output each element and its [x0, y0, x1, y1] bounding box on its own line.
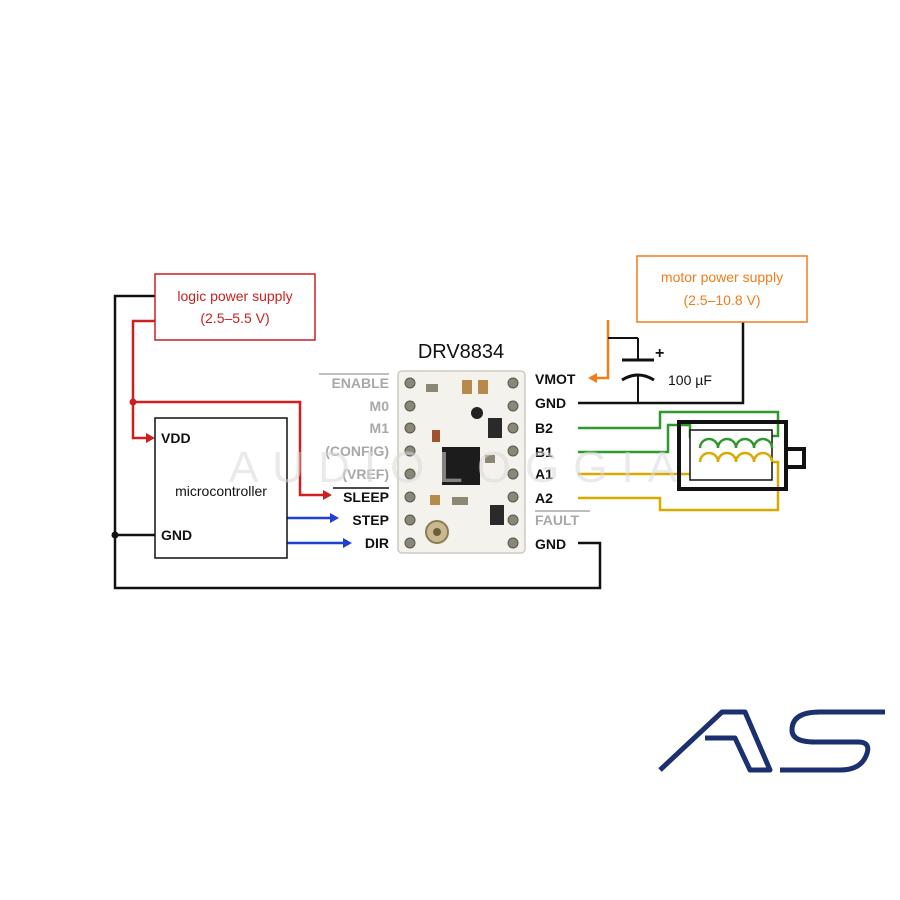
pin-enable: ENABLE — [331, 375, 389, 391]
mcu-label: microcontroller — [175, 483, 267, 499]
left-pin-holes — [404, 377, 416, 549]
logic-power-wires — [131, 319, 325, 497]
logic-supply-range: (2.5–5.5 V) — [200, 310, 269, 326]
mcu-gnd-label: GND — [161, 527, 192, 543]
pin-m1: M1 — [370, 420, 390, 436]
mcu-vdd-label: VDD — [161, 430, 191, 446]
vmot-arrow — [588, 373, 597, 383]
pin-fault: FAULT — [535, 512, 580, 528]
board-components — [426, 380, 504, 525]
vdd-arrow — [146, 433, 155, 443]
driver-chip-icon — [442, 447, 480, 485]
pin-a1: A1 — [535, 466, 553, 482]
motor-power-supply: motor power supply (2.5–10.8 V) — [636, 255, 808, 323]
stepper-motor — [677, 420, 806, 491]
pin-gnd-bottom: GND — [535, 536, 566, 552]
signal-wires — [287, 516, 345, 545]
ground-wires — [113, 294, 745, 590]
pin-gnd-top: GND — [535, 395, 566, 411]
capacitor-polarity: + — [655, 345, 664, 362]
pin-b1: B1 — [535, 444, 553, 460]
pin-vmot: VMOT — [535, 371, 576, 387]
as-logo-icon — [658, 709, 885, 773]
pin-sleep: SLEEP — [343, 489, 389, 505]
step-arrow — [330, 513, 339, 523]
motor-power-wire — [595, 320, 610, 380]
pin-config: (CONFIG) — [325, 443, 389, 459]
ground-junction — [111, 531, 119, 539]
motor-supply-range: (2.5–10.8 V) — [683, 292, 760, 308]
logic-junction — [129, 398, 137, 406]
pin-b2: B2 — [535, 420, 553, 436]
pin-vref: (VREF) — [342, 466, 389, 482]
motor-supply-title: motor power supply — [661, 269, 783, 285]
microcontroller: VDD microcontroller GND — [154, 417, 288, 559]
driver-title: DRV8834 — [418, 341, 504, 363]
left-pin-labels: ENABLE M0 M1 (CONFIG) (VREF) SLEEP STEP … — [319, 373, 390, 551]
right-pin-labels: VMOT GND B2 B1 A1 A2 FAULT GND — [535, 371, 590, 552]
watermark-text: AUDIOLOGGIA — [229, 443, 691, 492]
capacitor-value: 100 µF — [668, 372, 712, 388]
driver-board — [397, 370, 526, 554]
capacitor: + 100 µF — [608, 337, 712, 403]
coil-b-icon — [698, 437, 774, 449]
coil-a-icon — [698, 451, 774, 463]
logic-supply-title: logic power supply — [177, 288, 292, 304]
right-pin-holes — [507, 377, 519, 549]
logic-power-supply: logic power supply (2.5–5.5 V) — [154, 273, 316, 341]
sleep-arrow — [323, 490, 332, 500]
pin-a2: A2 — [535, 490, 553, 506]
pin-dir: DIR — [365, 535, 389, 551]
pin-m0: M0 — [370, 398, 390, 414]
pin-step: STEP — [352, 512, 389, 528]
dir-arrow — [343, 538, 352, 548]
